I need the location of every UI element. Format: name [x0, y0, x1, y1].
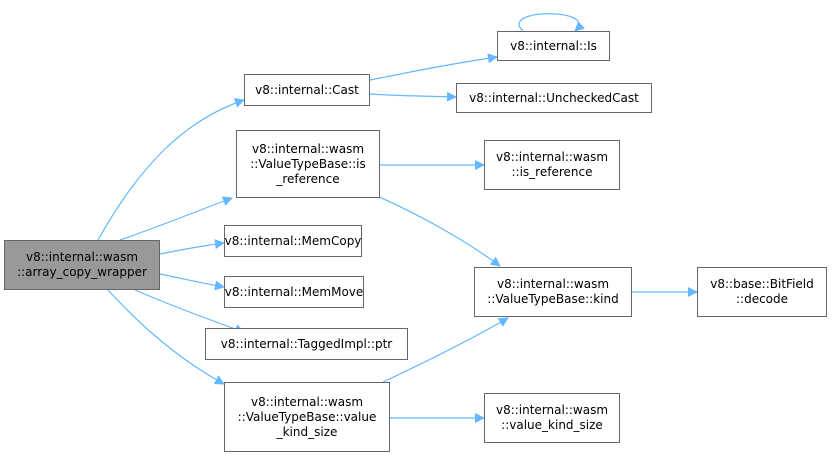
edge-is-self [518, 13, 586, 32]
node-label-line: v8::internal::wasm [496, 277, 610, 291]
node-label-line: ::decode [735, 292, 789, 306]
node-label-line: v8::internal::wasm [250, 394, 364, 409]
edge-vtb-is-reference-vtb-kind [374, 194, 501, 267]
edge-root-cast [97, 98, 245, 241]
node-cast[interactable]: v8::internal::Cast [244, 74, 370, 106]
edge-cast-is [369, 53, 498, 81]
node-bitfield-decode[interactable]: v8::base::BitField ::decode [697, 267, 827, 317]
edge-cast-uncheckedcast [369, 91, 457, 102]
node-label-line: _kind_size [276, 424, 338, 439]
node-vtb-kind[interactable]: v8::internal::wasm ::ValueTypeBase::kind [474, 267, 632, 317]
node-label-line: v8::internal::Is [510, 38, 597, 53]
node-label-line: v8::internal::MemCopy [224, 233, 362, 248]
edge-root-memmove [159, 273, 225, 291]
node-label-line: ::ValueTypeBase::kind [487, 292, 619, 306]
node-label-line: ::is_reference [511, 165, 593, 179]
node-label-line: v8::internal::wasm [495, 150, 609, 164]
edge-root-vtb-is-reference [119, 196, 233, 241]
node-label-line: v8::internal::UncheckedCast [469, 90, 639, 105]
node-label-line: v8::internal::wasm [25, 250, 139, 264]
node-label-line: v8::base::BitField [710, 277, 814, 291]
node-vtb-is-reference[interactable]: v8::internal::wasm ::ValueTypeBase::is _… [236, 130, 380, 198]
edge-root-vtb-value-kind-size [107, 289, 225, 385]
node-unchecked-cast[interactable]: v8::internal::UncheckedCast [456, 83, 652, 113]
node-taggedimpl-ptr[interactable]: v8::internal::TaggedImpl::ptr [205, 328, 408, 360]
edge-vtb-value-kind-size-vtb-kind [382, 317, 509, 383]
node-array-copy-wrapper: v8::internal::wasm ::array_copy_wrapper [4, 240, 160, 290]
node-label-line: v8::internal::Cast [255, 82, 359, 97]
node-label-line: _reference [276, 171, 340, 186]
node-is[interactable]: v8::internal::Is [497, 31, 610, 61]
node-label-line: v8::internal::wasm [495, 403, 609, 417]
node-label-line: ::array_copy_wrapper [17, 265, 147, 279]
node-memmove[interactable]: v8::internal::MemMove [224, 276, 364, 308]
node-label-line: ::value_kind_size [501, 418, 603, 432]
node-is-reference[interactable]: v8::internal::wasm ::is_reference [484, 140, 620, 190]
node-label-line: ::ValueTypeBase::is [250, 156, 366, 171]
node-vtb-value-kind-size[interactable]: v8::internal::wasm ::ValueTypeBase::valu… [224, 382, 390, 452]
edge-root-memcopy [159, 239, 225, 255]
node-label-line: ::ValueTypeBase::value [237, 409, 377, 424]
node-label-line: v8::internal::wasm [251, 141, 365, 156]
node-memcopy[interactable]: v8::internal::MemCopy [224, 225, 362, 257]
node-label-line: v8::internal::TaggedImpl::ptr [220, 336, 393, 351]
node-value-kind-size[interactable]: v8::internal::wasm ::value_kind_size [484, 393, 620, 443]
node-label-line: v8::internal::MemMove [224, 284, 364, 299]
